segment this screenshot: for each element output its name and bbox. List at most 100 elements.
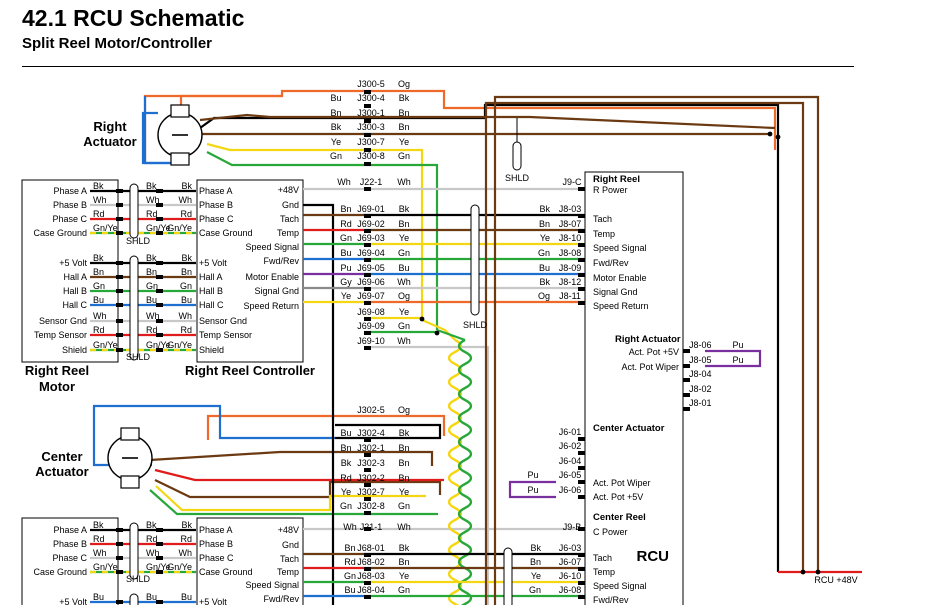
shield-icon — [512, 141, 522, 171]
connector-plug — [116, 556, 123, 560]
center-actuator-title: Actuator — [35, 464, 88, 479]
wire-color-label: Bk — [181, 181, 192, 191]
j69-pin-label: J69-02 — [357, 219, 385, 229]
motor-pin-label: Hall C — [62, 300, 87, 310]
wire-color-label: Bu — [146, 592, 157, 602]
power-rail-brown — [484, 101, 805, 605]
wire-color-label: Bn — [181, 267, 192, 277]
junction-dot — [434, 330, 440, 336]
connector-plug — [578, 229, 585, 233]
connector-plug — [578, 437, 585, 441]
controller-pin-label: Hall A — [199, 272, 223, 282]
wire-color-label: Bk — [146, 181, 157, 191]
wire-color-label: Bk — [181, 253, 192, 263]
connector-plug — [364, 119, 371, 123]
right-reel-controller-title: Right Reel Controller — [185, 363, 315, 378]
connector-plug — [578, 567, 585, 571]
connector-plug — [156, 556, 163, 560]
controller-pin-label: Sensor Gnd — [199, 316, 247, 326]
controller-pin-label: Temp Sensor — [199, 330, 252, 340]
connector-plug — [578, 595, 585, 599]
connector-plug — [116, 600, 123, 604]
connector-plug — [364, 162, 371, 166]
wire-color-label: Gn — [93, 281, 105, 291]
motor-pin-label: Temp Sensor — [34, 330, 87, 340]
wire-color-label: Bn — [330, 108, 341, 118]
wire-color-label: Ye — [540, 233, 550, 243]
motor-pin-label: Phase A — [53, 525, 87, 535]
title-divider — [22, 66, 854, 67]
rcu-pin-label: J6-04 — [559, 456, 582, 466]
motor-pin-label: +5 Volt — [59, 258, 87, 268]
wire-color-label: Bu — [181, 295, 192, 305]
right-actuator-title: Right — [93, 119, 127, 134]
wire-color-label: Bu — [539, 263, 550, 273]
rcu-pin-label: J6-08 — [559, 585, 582, 595]
rcu-pin-label: J8-03 — [559, 204, 582, 214]
j300-pin-label: J300-1 — [357, 108, 385, 118]
rcu-pin-label: J8-01 — [689, 398, 712, 408]
connector-plug — [364, 317, 371, 321]
motor-pin-label: Case Ground — [33, 228, 87, 238]
controller-pin-label: Hall B — [199, 286, 223, 296]
rcu-terminal-label: Tach — [593, 553, 612, 563]
wire-color-label: Bk — [399, 93, 410, 103]
center-actuator-icon — [120, 475, 140, 489]
j22-pin-label: J22-1 — [360, 177, 383, 187]
motor-pin-label: Phase C — [52, 553, 87, 563]
controller-pin-label: Phase B — [199, 539, 233, 549]
connector-plug — [364, 301, 371, 305]
center-actuator-title: Center — [41, 449, 82, 464]
wire-color-label: Ye — [399, 137, 409, 147]
rcu-pin-label: J6-02 — [559, 441, 582, 451]
wire-color-label: Og — [398, 291, 410, 301]
j300-pin-label: J300-8 — [357, 151, 385, 161]
actuator-wire-orange — [143, 89, 777, 163]
wire-color-label: Wh — [179, 311, 193, 321]
wire-color-label: Bn — [340, 204, 351, 214]
connector-plug — [578, 495, 585, 499]
connector-plug — [683, 393, 690, 397]
wire-color-label: Gn — [529, 585, 541, 595]
wire-color-label: Bu — [340, 248, 351, 258]
wire-color-label: Gn — [398, 501, 410, 511]
connector-plug — [364, 273, 371, 277]
twisted-pair-yellow — [447, 338, 463, 605]
rcu-48v-label: RCU +48V — [814, 575, 857, 585]
ground-wire — [303, 203, 335, 605]
rcu-terminal-label: Fwd/Rev — [593, 595, 629, 605]
j300-pin-label: J300-7 — [357, 137, 385, 147]
j302-pin-label: J302-8 — [357, 501, 385, 511]
controller-pin-label: Speed Return — [243, 301, 299, 311]
wire-color-label: Gn — [146, 281, 158, 291]
wire-color-label: Bn — [344, 543, 355, 553]
controller-pin-label: Case Ground — [199, 567, 253, 577]
wire-color-label: Wh — [179, 548, 193, 558]
wire-color-label: Bn — [398, 473, 409, 483]
wire-color-label: Rd — [146, 325, 158, 335]
wire-color-label: Bn — [539, 219, 550, 229]
motor-pin-label: Phase C — [52, 214, 87, 224]
j69-pin-label: J69-09 — [357, 321, 385, 331]
wire-color-label: Bk — [93, 520, 104, 530]
connector-plug — [578, 273, 585, 277]
wire-color-label: Bk — [146, 253, 157, 263]
motor-pin-label: Phase A — [53, 186, 87, 196]
wire-color-label: Bn — [398, 443, 409, 453]
controller-pin-label: Fwd/Rev — [263, 256, 299, 266]
connector-plug — [116, 333, 123, 337]
shield-label: SHLD — [463, 320, 488, 330]
wire-color-label: Rd — [93, 209, 105, 219]
wire-color-label: Pu — [732, 355, 743, 365]
j68-pin-label: J68-03 — [357, 571, 385, 581]
wire-color-label: Wh — [146, 195, 160, 205]
wire-color-label: Gn/Ye — [167, 340, 192, 350]
actuator-wire-orange — [206, 414, 446, 440]
wire-color-label: Pu — [527, 485, 538, 495]
connector-plug — [116, 203, 123, 207]
wire-color-label: Bu — [181, 592, 192, 602]
wire-color-label: Rd — [344, 557, 356, 567]
connector-plug — [364, 346, 371, 350]
right-reel-motor-title: Right Reel — [25, 363, 89, 378]
wire-color-label: Bk — [539, 204, 550, 214]
